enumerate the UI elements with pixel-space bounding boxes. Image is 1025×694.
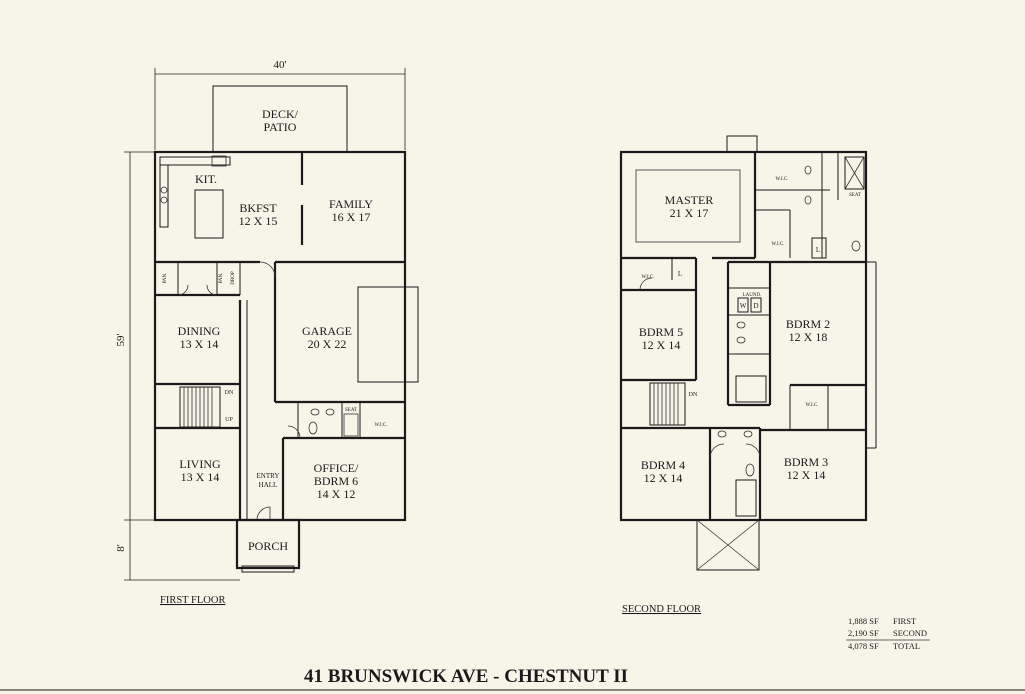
living-size: 13 X 14: [181, 470, 220, 484]
square-footage-totals: 1,888 SF FIRST 2,190 SF SECOND 4,078 SF …: [846, 616, 930, 651]
total-first-value: 1,888 SF: [848, 616, 879, 626]
stair-dn-label-sf: DN: [689, 392, 698, 398]
bdrm5-size: 12 X 14: [642, 338, 681, 352]
porch-depth-dimension: 8': [115, 544, 127, 552]
garage-size: 20 X 22: [308, 337, 347, 351]
second-floor-plan: W.I.C. W.I.C. SEAT L W.I.C. L LAUND. W D…: [619, 135, 877, 615]
bdrm4-name: BDRM 4: [641, 458, 685, 472]
porch-label: PORCH: [248, 539, 288, 553]
laund-label: LAUND.: [743, 293, 762, 298]
master-name: MASTER: [665, 193, 714, 207]
family-name: FAMILY: [329, 197, 373, 211]
wic-label-master-1: W.I.C.: [775, 177, 788, 182]
office-size: 14 X 12: [317, 487, 356, 501]
first-floor-stairs: [179, 386, 221, 428]
bdrm3-size: 12 X 14: [787, 468, 826, 482]
total-all-label: TOTAL: [893, 641, 920, 651]
depth-dimension: 59': [115, 333, 127, 346]
total-second-label: SECOND: [893, 628, 927, 638]
second-floor-stairs: [649, 382, 686, 426]
wic-label-master-2: W.I.C.: [771, 242, 784, 247]
entry-hall: HALL: [259, 481, 278, 489]
wic-label-bdrm2: W.I.C.: [805, 403, 818, 408]
deck-label-2: PATIO: [264, 120, 297, 134]
deck-label-1: DECK/: [262, 107, 299, 121]
wic-label-bdrm5: W.I.C.: [641, 275, 654, 280]
garage-name: GARAGE: [302, 324, 352, 338]
bdrm2-name: BDRM 2: [786, 317, 830, 331]
dining-size: 13 X 14: [180, 337, 219, 351]
l-label-2: L: [678, 270, 682, 278]
width-dimension: 40': [274, 59, 287, 71]
sheet-title: 41 BRUNSWICK AVE - CHESTNUT II: [304, 666, 628, 687]
total-first-label: FIRST: [893, 616, 917, 626]
seat-label-sf: SEAT: [849, 193, 861, 198]
bkfst-name: BKFST: [239, 201, 277, 215]
office-name: OFFICE/: [314, 461, 359, 475]
total-all-value: 4,078 SF: [848, 641, 879, 651]
kitchen-island: [194, 189, 224, 239]
drop-label: DROP: [231, 271, 236, 285]
total-second-value: 2,190 SF: [848, 628, 879, 638]
dryer-label: D: [753, 302, 758, 310]
l-label-1: L: [816, 246, 820, 254]
dining-name: DINING: [178, 324, 221, 338]
first-floor-plan: 40' 59' 8' DECK/ PATIO: [115, 59, 419, 606]
stair-up-label: UP: [225, 417, 233, 423]
porch: [235, 518, 301, 570]
second-floor-label: SECOND FLOOR: [622, 604, 701, 615]
stair-dn-label: DN: [225, 390, 234, 396]
entry-name: ENTRY: [257, 472, 280, 480]
seat-label-ff: SEAT: [345, 408, 357, 413]
bdrm2-size: 12 X 18: [789, 330, 828, 344]
bkfst-size: 12 X 15: [239, 214, 278, 228]
washer-label: W: [740, 302, 747, 310]
bdrm3-name: BDRM 3: [784, 455, 828, 469]
kit-label: KIT.: [195, 172, 217, 186]
pantry-label-left: PAN.: [163, 273, 168, 284]
first-floor-label: FIRST FLOOR: [160, 595, 225, 606]
master-size: 21 X 17: [670, 206, 709, 220]
family-size: 16 X 17: [332, 210, 371, 224]
office-alt: BDRM 6: [314, 474, 358, 488]
wic-label-ff: W.I.C.: [374, 423, 387, 428]
bdrm5-name: BDRM 5: [639, 325, 683, 339]
living-name: LIVING: [179, 457, 221, 471]
pantry-label-right: PAN.: [219, 273, 224, 284]
bdrm4-size: 12 X 14: [644, 471, 683, 485]
